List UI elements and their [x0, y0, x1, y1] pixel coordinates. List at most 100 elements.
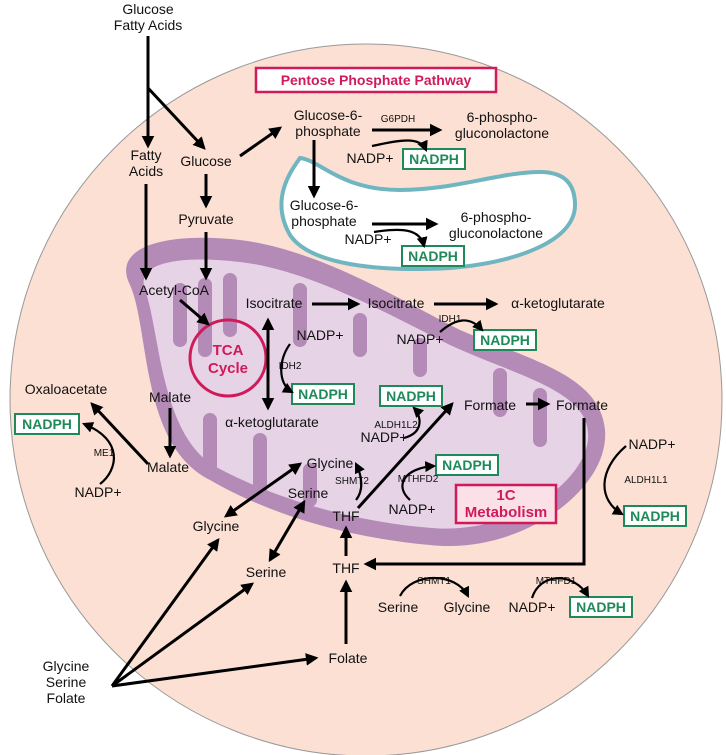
er-nadp: NADP+ [344, 231, 391, 247]
arrow-me1-nadp [81, 422, 115, 485]
tca-title-line2: Cycle [208, 360, 248, 377]
onec-title-line2: Metabolism [465, 504, 548, 521]
arrow-mthfd1 [530, 577, 590, 599]
shmt2-label: SHMT2 [335, 476, 369, 487]
arrow-glycine-exchange [223, 462, 303, 518]
ppp-nadph: NADPH [409, 151, 459, 167]
aldh1l1-nadph: NADPH [630, 508, 680, 524]
akg-mito-label: α-ketoglutarate [225, 414, 319, 430]
pgl-label-2: gluconolactone [455, 125, 549, 141]
arrow-idh2-nadp [280, 343, 294, 394]
arrow-aldh1l1-nadp [603, 445, 627, 516]
idh1-nadph: NADPH [480, 332, 530, 348]
arrow-thf-to-formate [356, 402, 454, 510]
mthfd1-nadp: NADP+ [508, 599, 555, 615]
isocitrate-cyto-label: Isocitrate [368, 295, 425, 311]
glycine-cyto-label: Glycine [193, 518, 240, 534]
idh1-nadph-box [473, 329, 537, 351]
input-folate: Folate [47, 690, 86, 706]
er-g6p-label-1: Glucose-6- [290, 197, 359, 213]
serine-shmt1-label: Serine [378, 599, 419, 615]
input-glucose: Glucose [122, 1, 174, 17]
fatty-acids-label-1: Fatty [130, 147, 161, 163]
malate-mito-label: Malate [149, 389, 191, 405]
arrow-input-to-folate [111, 653, 319, 688]
malate-cyto-label: Malate [147, 459, 189, 475]
aldh1l1-nadph-box [623, 505, 687, 527]
input-fatty-acids: Fatty Acids [114, 17, 182, 33]
idh1-label: IDH1 [439, 314, 462, 325]
fatty-acids-label-2: Acids [129, 163, 163, 179]
aldh1l2-label: ALDH1L2 [374, 420, 418, 431]
g6p-label-2: phosphate [295, 123, 361, 139]
idh1-nadp: NADP+ [396, 331, 443, 347]
input-glycine: Glycine [43, 658, 90, 674]
aldh1l2-nadph: NADPH [386, 388, 436, 404]
aldh1l1-nadp: NADP+ [628, 436, 675, 452]
me1-nadph: NADPH [22, 416, 72, 432]
aldh1l2-nadp: NADP+ [360, 429, 407, 445]
idh2-nadph: NADPH [298, 386, 348, 402]
idh2-label: IDH2 [279, 361, 302, 372]
formate-cyto-label: Formate [556, 397, 608, 413]
g6pdh-label: G6PDH [381, 114, 415, 125]
arrow-shmt1 [399, 576, 469, 598]
me1-nadph-box [14, 413, 80, 435]
idh2-nadph-box [291, 383, 355, 405]
aldh1l2-nadph-box [379, 385, 443, 407]
shmt1-label: SHMT1 [417, 576, 451, 587]
arrow-to-glucose [146, 86, 206, 150]
pgl-label-1: 6-phospho- [467, 109, 538, 125]
serine-cyto-label: Serine [246, 564, 287, 580]
arrow-serine-exchange [268, 499, 306, 563]
me1-label: ME1 [94, 448, 115, 459]
akg-cyto-label: α-ketoglutarate [511, 295, 605, 311]
er-nadph: NADPH [408, 248, 458, 264]
endoplasmic-reticulum [279, 155, 578, 272]
er-nadph-box [401, 245, 465, 267]
me1-nadp: NADP+ [74, 484, 121, 500]
glucose-label: Glucose [180, 153, 232, 169]
tca-title-line1: TCA [213, 342, 244, 359]
g6p-label-1: Glucose-6- [294, 107, 363, 123]
onec-title-line1: 1C [496, 487, 515, 504]
arrow-aldh1l2-nadp [403, 406, 425, 440]
ppp-title: Pentose Phosphate Pathway [281, 72, 472, 88]
pathway-arrows [81, 36, 627, 688]
thf-cyto-label: THF [332, 560, 359, 576]
folate-label: Folate [329, 650, 368, 666]
mthfd2-nadph: NADPH [442, 457, 492, 473]
glycine-mito-label: Glycine [307, 455, 354, 471]
arrow-glucose-to-g6p [239, 126, 283, 158]
mthfd1-nadph: NADPH [576, 599, 626, 615]
er-pgl-label-1: 6-phospho- [461, 209, 532, 225]
mthfd2-label: MTHFD2 [398, 474, 439, 485]
ppp-nadph-box [402, 148, 466, 170]
isocitrate-mito-label: Isocitrate [246, 295, 303, 311]
arrow-serine-glycine-mito [355, 462, 365, 501]
arrow-mthfd2-nadp [401, 461, 437, 501]
glycine-shmt1-label: Glycine [444, 599, 491, 615]
mthfd1-nadph-box [569, 596, 633, 618]
arrow-er-nadp [373, 228, 428, 249]
idh2-nadp: NADP+ [296, 327, 343, 343]
serine-mito-label: Serine [288, 485, 329, 501]
arrow-input-to-glycine [110, 537, 220, 687]
arrow-idh1-nadp [439, 319, 484, 333]
input-serine: Serine [46, 674, 87, 690]
arrow-acetylcoa-to-tca [179, 298, 210, 326]
arrow-input-to-serine [111, 582, 255, 688]
onec-metabolism-box [454, 483, 558, 525]
oxaloacetate-label: Oxaloacetate [25, 381, 108, 397]
mthfd1-label: MTHFD1 [536, 576, 577, 587]
arrow-formate-to-thf [363, 418, 586, 571]
aldh1l1-label: ALDH1L1 [624, 475, 668, 486]
ppp-nadp: NADP+ [346, 150, 393, 166]
arrow-ppp-nadp [371, 139, 428, 153]
ppp-title-box [254, 66, 498, 94]
acetyl-coa-label: Acetyl-CoA [139, 282, 210, 298]
er-pgl-label-2: gluconolactone [449, 225, 543, 241]
er-g6p-label-2: phosphate [291, 213, 357, 229]
formate-mito-label: Formate [464, 397, 516, 413]
